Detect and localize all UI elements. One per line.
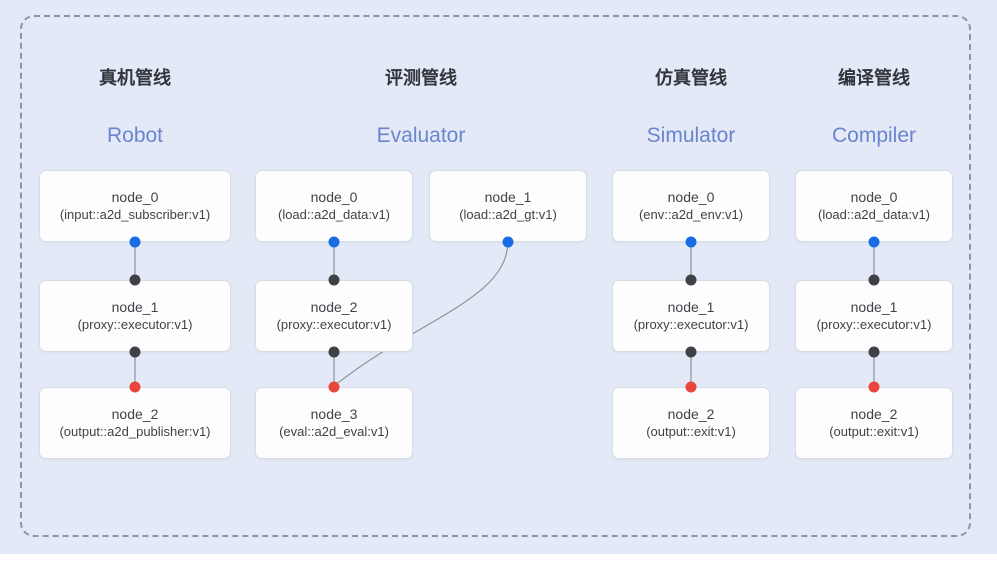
black-port-dot xyxy=(328,274,340,286)
node-box-evaluator-node3: node_3 (eval::a2d_eval:v1) xyxy=(255,387,413,459)
node-type: (load::a2d_gt:v1) xyxy=(459,207,557,222)
node-box-robot-node0: node_0 (input::a2d_subscriber:v1) xyxy=(39,170,231,242)
blue-port-dot xyxy=(685,236,697,248)
dashed-border-frame xyxy=(20,15,971,537)
pipeline-title-en-compiler: Compiler xyxy=(831,124,917,147)
node-type: (output::exit:v1) xyxy=(829,424,919,439)
bottom-strip xyxy=(0,554,997,563)
node-name: node_1 xyxy=(667,299,715,315)
node-type: (eval::a2d_eval:v1) xyxy=(279,424,389,439)
node-name: node_1 xyxy=(111,299,159,315)
blue-port-dot xyxy=(868,236,880,248)
node-box-robot-node1: node_1 (proxy::executor:v1) xyxy=(39,280,231,352)
node-box-robot-node2: node_2 (output::a2d_publisher:v1) xyxy=(39,387,231,459)
node-type: (input::a2d_subscriber:v1) xyxy=(59,207,211,222)
node-box-compiler-node2: node_2 (output::exit:v1) xyxy=(795,387,953,459)
node-box-evaluator-node2: node_2 (proxy::executor:v1) xyxy=(255,280,413,352)
pipeline-title-cn-compiler: 编译管线 xyxy=(838,68,910,88)
pipeline-title-en-robot: Robot xyxy=(106,124,164,147)
node-box-simulator-node1: node_1 (proxy::executor:v1) xyxy=(612,280,770,352)
node-box-simulator-node0: node_0 (env::a2d_env:v1) xyxy=(612,170,770,242)
node-type: (output::a2d_publisher:v1) xyxy=(59,424,211,439)
node-name: node_0 xyxy=(310,189,358,205)
red-port-dot xyxy=(868,381,880,393)
red-port-dot xyxy=(328,381,340,393)
node-type: (load::a2d_data:v1) xyxy=(817,207,931,222)
node-name: node_3 xyxy=(310,406,358,422)
black-port-dot xyxy=(328,346,340,358)
node-box-compiler-node1: node_1 (proxy::executor:v1) xyxy=(795,280,953,352)
red-port-dot xyxy=(685,381,697,393)
edge-curve-gt-to-eval xyxy=(333,242,509,387)
black-port-dot xyxy=(129,274,141,286)
black-port-dot xyxy=(868,346,880,358)
node-name: node_2 xyxy=(310,299,358,315)
node-type: (proxy::executor:v1) xyxy=(77,317,193,332)
red-port-dot xyxy=(129,381,141,393)
pipeline-title-cn-evaluator: 评测管线 xyxy=(385,68,457,88)
pipeline-title-en-evaluator: Evaluator xyxy=(376,124,466,147)
black-port-dot xyxy=(685,346,697,358)
blue-port-dot xyxy=(129,236,141,248)
node-name: node_1 xyxy=(484,189,532,205)
blue-port-dot xyxy=(328,236,340,248)
blue-port-dot xyxy=(502,236,514,248)
black-port-dot xyxy=(868,274,880,286)
node-name: node_0 xyxy=(667,189,715,205)
pipeline-title-en-simulator: Simulator xyxy=(646,124,736,147)
node-type: (proxy::executor:v1) xyxy=(633,317,749,332)
black-port-dot xyxy=(129,346,141,358)
node-name: node_2 xyxy=(850,406,898,422)
node-box-evaluator-node1: node_1 (load::a2d_gt:v1) xyxy=(429,170,587,242)
node-name: node_0 xyxy=(850,189,898,205)
node-name: node_0 xyxy=(111,189,159,205)
pipeline-title-cn-robot: 真机管线 xyxy=(99,68,171,88)
node-type: (proxy::executor:v1) xyxy=(276,317,392,332)
node-type: (load::a2d_data:v1) xyxy=(277,207,391,222)
node-type: (env::a2d_env:v1) xyxy=(638,207,744,222)
node-box-compiler-node0: node_0 (load::a2d_data:v1) xyxy=(795,170,953,242)
node-box-evaluator-node0: node_0 (load::a2d_data:v1) xyxy=(255,170,413,242)
node-box-simulator-node2: node_2 (output::exit:v1) xyxy=(612,387,770,459)
node-type: (proxy::executor:v1) xyxy=(816,317,932,332)
node-type: (output::exit:v1) xyxy=(646,424,736,439)
node-name: node_1 xyxy=(850,299,898,315)
node-name: node_2 xyxy=(111,406,159,422)
pipeline-title-cn-simulator: 仿真管线 xyxy=(655,68,727,88)
black-port-dot xyxy=(685,274,697,286)
node-name: node_2 xyxy=(667,406,715,422)
